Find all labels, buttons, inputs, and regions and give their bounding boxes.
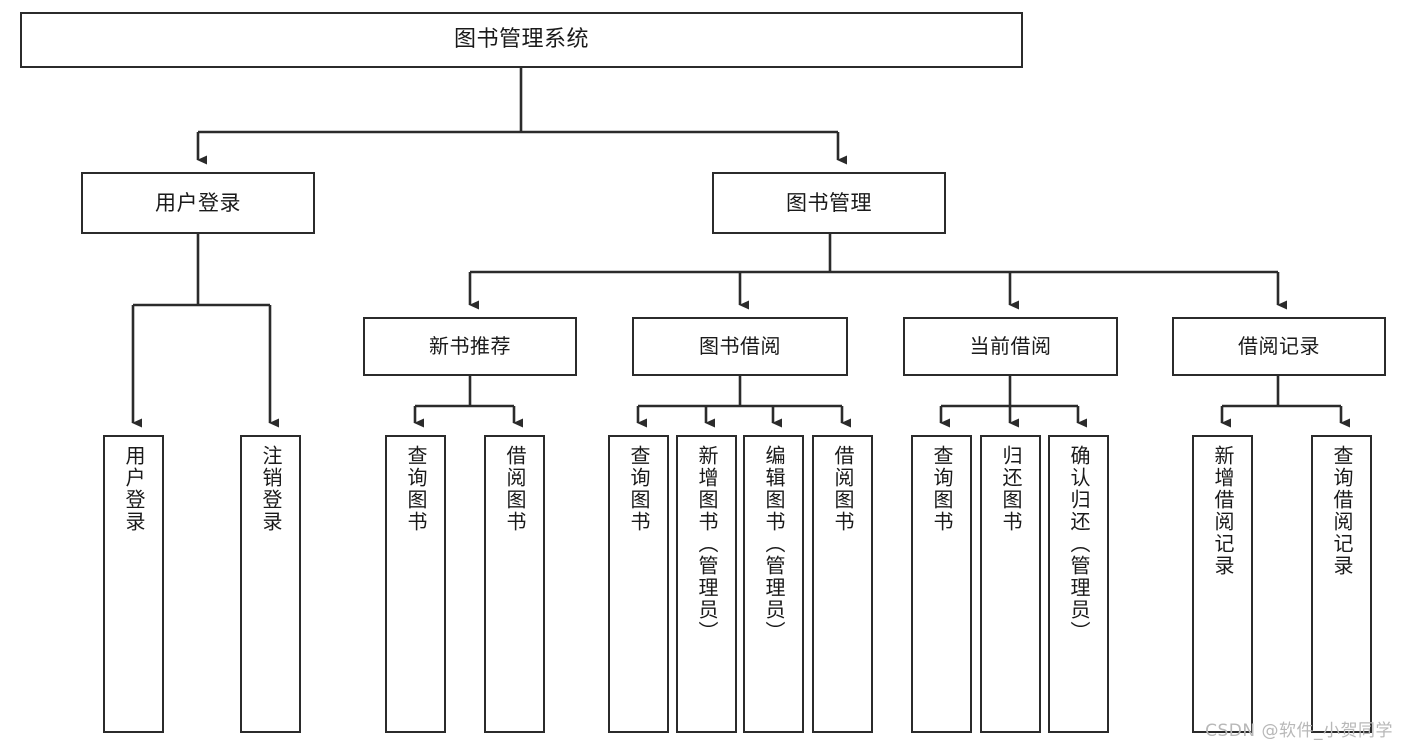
node-label: 用户登录 — [122, 445, 146, 533]
node-label: 查询图书 — [930, 445, 954, 533]
node-user-login[interactable]: 用户登录 — [81, 172, 315, 234]
leaf-user-login-login[interactable]: 用户登录 — [103, 435, 164, 733]
leaf-new-book-borrow[interactable]: 借阅图书 — [484, 435, 545, 733]
node-label: 新增图书（管理员） — [695, 445, 719, 643]
node-label: 当前借阅 — [969, 333, 1052, 358]
leaf-current-query-book[interactable]: 查询图书 — [911, 435, 972, 733]
leaf-current-return-book[interactable]: 归还图书 — [980, 435, 1041, 733]
node-label: 查询图书 — [404, 445, 428, 533]
watermark-text: CSDN @软件_小贺同学 — [1205, 721, 1393, 741]
node-label: 查询借阅记录 — [1330, 445, 1354, 577]
node-label: 借阅记录 — [1238, 333, 1320, 358]
leaf-records-query-record[interactable]: 查询借阅记录 — [1311, 435, 1372, 733]
node-label: 确认归还（管理员） — [1067, 445, 1091, 643]
node-label: 归还图书 — [999, 445, 1023, 533]
node-book-borrow[interactable]: 图书借阅 — [632, 317, 848, 376]
node-borrow-records[interactable]: 借阅记录 — [1172, 317, 1386, 376]
node-current-borrow[interactable]: 当前借阅 — [903, 317, 1118, 376]
leaf-current-confirm-return-admin[interactable]: 确认归还（管理员） — [1048, 435, 1109, 733]
node-root-book-management-system[interactable]: 图书管理系统 — [20, 12, 1023, 68]
node-book-management[interactable]: 图书管理 — [712, 172, 946, 234]
node-label: 图书借阅 — [699, 333, 781, 358]
node-label: 新增借阅记录 — [1211, 445, 1235, 577]
leaf-borrow-edit-book-admin[interactable]: 编辑图书（管理员） — [743, 435, 804, 733]
node-label: 注销登录 — [259, 445, 283, 533]
node-label: 用户登录 — [155, 190, 241, 215]
leaf-new-book-query[interactable]: 查询图书 — [385, 435, 446, 733]
leaf-borrow-add-book-admin[interactable]: 新增图书（管理员） — [676, 435, 737, 733]
leaf-borrow-query-book[interactable]: 查询图书 — [608, 435, 669, 733]
leaf-records-add-record[interactable]: 新增借阅记录 — [1192, 435, 1253, 733]
node-label: 编辑图书（管理员） — [762, 445, 786, 643]
leaf-user-login-logout[interactable]: 注销登录 — [240, 435, 301, 733]
node-label: 借阅图书 — [831, 445, 855, 533]
node-label: 图书管理系统 — [453, 27, 589, 53]
leaf-borrow-borrow-book[interactable]: 借阅图书 — [812, 435, 873, 733]
node-label: 图书管理 — [786, 190, 872, 215]
node-label: 查询图书 — [627, 445, 651, 533]
node-label: 借阅图书 — [503, 445, 527, 533]
node-new-book-recommend[interactable]: 新书推荐 — [363, 317, 577, 376]
node-label: 新书推荐 — [429, 333, 511, 358]
